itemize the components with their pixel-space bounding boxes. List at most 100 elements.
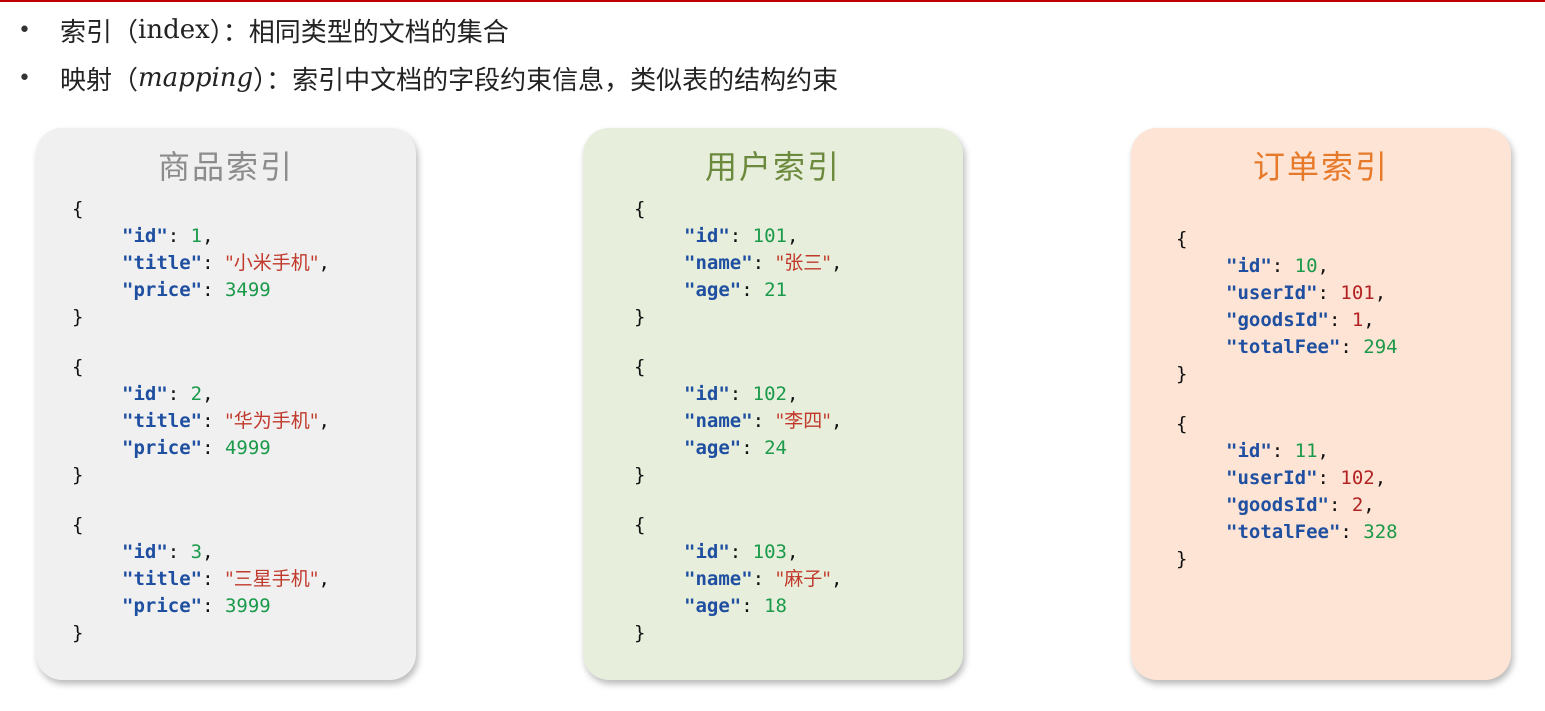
json-field: "price": 4999 — [72, 435, 330, 462]
field-key: "id" — [122, 541, 168, 563]
field-key: "id" — [684, 541, 730, 563]
json-field: "userId": 102, — [1176, 465, 1398, 492]
bullet-prefix: 映射（ — [60, 65, 139, 96]
definition-list: 索引（index）：相同类型的文档的集合 映射（mapping）：索引中文档的字… — [18, 6, 1518, 102]
field-key: "age" — [684, 437, 742, 459]
field-value: 3 — [190, 541, 203, 563]
colon: : — [202, 252, 225, 274]
close-brace: } — [1176, 548, 1188, 570]
bullet-suffix: ）：相同类型的文档的集合 — [209, 17, 509, 48]
comma: , — [786, 383, 799, 405]
close-brace: } — [72, 464, 84, 486]
field-key: "id" — [1226, 255, 1272, 277]
close-brace: } — [634, 464, 646, 486]
json-field: "totalFee": 328 — [1176, 519, 1398, 546]
open-brace: { — [1176, 413, 1188, 435]
field-value: 11 — [1294, 440, 1318, 462]
colon: : — [741, 437, 765, 459]
field-key: "price" — [122, 279, 203, 301]
field-value: 3999 — [224, 595, 271, 617]
colon: : — [1317, 282, 1341, 304]
json-field: "id": 101, — [634, 223, 842, 250]
field-value: 18 — [764, 595, 787, 617]
json-field: "goodsId": 1, — [1176, 307, 1398, 334]
comma: , — [1374, 282, 1387, 304]
field-value: 3499 — [224, 279, 271, 301]
json-field: "age": 21 — [634, 277, 842, 304]
field-key: "id" — [684, 225, 730, 247]
colon: : — [202, 437, 225, 459]
json-field: "title": "小米手机", — [72, 250, 330, 277]
field-key: "userId" — [1226, 282, 1318, 304]
open-brace: { — [634, 356, 646, 378]
field-key: "userId" — [1226, 467, 1318, 489]
colon: : — [729, 225, 753, 247]
card-title: 订单索引 — [1252, 148, 1389, 186]
json-document: {"id": 1,"title": "小米手机","price": 3499} — [72, 196, 330, 331]
colon: : — [167, 225, 191, 247]
colon: : — [752, 410, 776, 432]
field-value: 102 — [752, 383, 787, 405]
close-brace: } — [1176, 363, 1188, 385]
json-document: {"id": 10,"userId": 101,"goodsId": 1,"to… — [1176, 226, 1398, 388]
field-value: 2 — [190, 383, 203, 405]
field-value: 328 — [1363, 521, 1398, 543]
field-key: "title" — [122, 568, 203, 590]
field-value: "三星手机" — [224, 568, 319, 590]
colon: : — [202, 568, 225, 590]
open-brace: { — [634, 198, 646, 220]
field-value: 2 — [1351, 494, 1364, 516]
card-title: 商品索引 — [157, 148, 294, 186]
json-document: {"id": 3,"title": "三星手机","price": 3999} — [72, 512, 330, 647]
comma: , — [1374, 467, 1387, 489]
field-key: "totalFee" — [1226, 521, 1341, 543]
json-field: "id": 102, — [634, 381, 842, 408]
comma: , — [786, 225, 799, 247]
comma: , — [786, 541, 799, 563]
field-value: "张三" — [775, 252, 832, 274]
field-key: "name" — [684, 568, 753, 590]
json-field: "id": 3, — [72, 539, 330, 566]
colon: : — [202, 410, 225, 432]
comma: , — [831, 410, 843, 432]
field-value: 10 — [1294, 255, 1318, 277]
json-documents: {"id": 101,"name": "张三","age": 21}{"id":… — [634, 196, 842, 670]
colon: : — [1317, 467, 1341, 489]
field-key: "id" — [122, 225, 168, 247]
field-key: "name" — [684, 410, 753, 432]
json-field: "title": "三星手机", — [72, 566, 330, 593]
field-value: "小米手机" — [224, 252, 319, 274]
field-key: "id" — [684, 383, 730, 405]
close-brace: } — [72, 622, 84, 644]
json-field: "name": "李四", — [634, 408, 842, 435]
field-key: "name" — [684, 252, 753, 274]
field-value: "李四" — [775, 410, 832, 432]
close-brace: } — [72, 306, 84, 328]
json-document: {"id": 11,"userId": 102,"goodsId": 2,"to… — [1176, 411, 1398, 573]
field-key: "price" — [122, 595, 203, 617]
bullet-suffix: ）：索引中文档的字段约束信息，类似表的结构约束 — [253, 65, 839, 96]
colon: : — [202, 595, 225, 617]
open-brace: { — [72, 356, 84, 378]
field-value: 102 — [1340, 467, 1375, 489]
json-field: "id": 103, — [634, 539, 842, 566]
json-field: "id": 1, — [72, 223, 330, 250]
comma: , — [1363, 309, 1375, 331]
close-brace: } — [634, 622, 646, 644]
field-key: "title" — [122, 252, 203, 274]
colon: : — [729, 541, 753, 563]
field-key: "id" — [122, 383, 168, 405]
colon: : — [1271, 255, 1295, 277]
json-field: "title": "华为手机", — [72, 408, 330, 435]
comma: , — [1317, 255, 1329, 277]
colon: : — [752, 252, 776, 274]
card-user-index: 用户索引 {"id": 101,"name": "张三","age": 21}{… — [583, 128, 963, 680]
colon: : — [1328, 309, 1352, 331]
card-order-index: 订单索引 {"id": 10,"userId": 101,"goodsId": … — [1131, 128, 1511, 680]
close-brace: } — [634, 306, 646, 328]
term-index: index — [138, 15, 210, 45]
field-key: "goodsId" — [1226, 494, 1329, 516]
json-documents: {"id": 10,"userId": 101,"goodsId": 1,"to… — [1176, 226, 1398, 596]
colon: : — [741, 595, 765, 617]
json-field: "id": 10, — [1176, 253, 1398, 280]
